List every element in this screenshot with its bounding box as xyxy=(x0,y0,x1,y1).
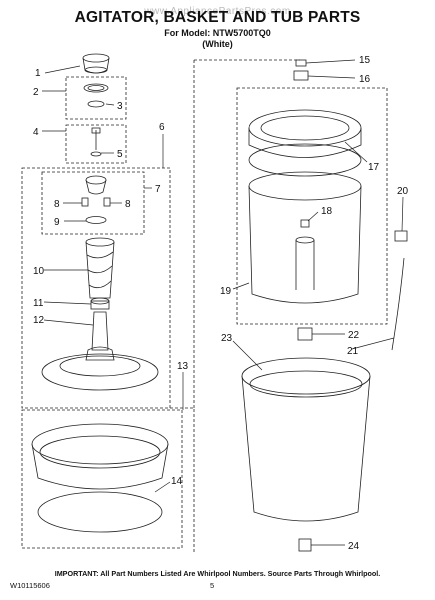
page-title: AGITATOR, BASKET AND TUB PARTS xyxy=(74,9,361,26)
part-19-basket xyxy=(248,171,362,304)
part-8-9 xyxy=(81,175,111,224)
box-13 xyxy=(21,409,183,549)
callout-2: 2 xyxy=(33,87,39,98)
callout-19: 19 xyxy=(220,286,232,297)
callout-22: 22 xyxy=(348,330,360,341)
part-15-16 xyxy=(293,59,309,81)
callout-3: 3 xyxy=(117,101,123,112)
part-10-auger xyxy=(85,237,115,299)
part-12-base xyxy=(41,311,159,391)
box-17-19 xyxy=(236,87,388,325)
callout-4: 4 xyxy=(33,127,39,138)
leader-lines xyxy=(42,59,404,546)
box-6 xyxy=(21,167,171,409)
callout-13: 13 xyxy=(177,361,189,372)
callout-16: 16 xyxy=(359,74,371,85)
callout-8-left: 8 xyxy=(54,199,60,210)
page-number: 5 xyxy=(210,581,215,590)
callout-6: 6 xyxy=(159,122,165,133)
callout-numbers: 1 2 3 4 5 6 7 8 8 9 10 11 12 13 14 15 16… xyxy=(33,55,409,552)
part-24 xyxy=(298,538,312,552)
footer-note: IMPORTANT: All Part Numbers Listed Are W… xyxy=(54,569,381,578)
callout-8-right: 8 xyxy=(125,199,131,210)
callout-24: 24 xyxy=(348,541,360,552)
model-line: For Model: NTW5700TQ0 xyxy=(164,28,271,38)
callout-1: 1 xyxy=(35,68,41,79)
part-13-14 xyxy=(31,423,169,533)
part-11 xyxy=(90,297,110,310)
part-20-21-hose xyxy=(391,230,408,351)
box-4-5 xyxy=(65,124,127,164)
watermark: www.AppliancePartsPros.com xyxy=(144,6,291,17)
callout-21: 21 xyxy=(347,346,359,357)
connector-13 xyxy=(170,407,195,552)
callout-20: 20 xyxy=(397,186,409,197)
box-7 xyxy=(41,171,145,235)
callout-5: 5 xyxy=(117,149,123,160)
document-number: W10115606 xyxy=(10,581,50,590)
part-4-5 xyxy=(90,127,102,157)
callout-14: 14 xyxy=(171,476,183,487)
callout-12: 12 xyxy=(33,315,45,326)
callout-18: 18 xyxy=(321,206,333,217)
part-17-ring xyxy=(248,109,362,177)
callout-23: 23 xyxy=(221,333,233,344)
part-1-cap xyxy=(82,53,110,74)
callout-9: 9 xyxy=(54,217,60,228)
box-2-3 xyxy=(65,76,127,120)
callout-11: 11 xyxy=(33,298,44,309)
color-line: (White) xyxy=(202,39,233,49)
part-23-tub xyxy=(241,357,371,522)
part-2-3 xyxy=(83,83,109,108)
part-22 xyxy=(297,327,313,341)
callout-17: 17 xyxy=(368,162,380,173)
callout-15: 15 xyxy=(359,55,371,66)
part-18 xyxy=(300,219,310,228)
callout-7: 7 xyxy=(155,184,161,195)
callout-10: 10 xyxy=(33,266,45,277)
group-boxes xyxy=(21,59,388,552)
